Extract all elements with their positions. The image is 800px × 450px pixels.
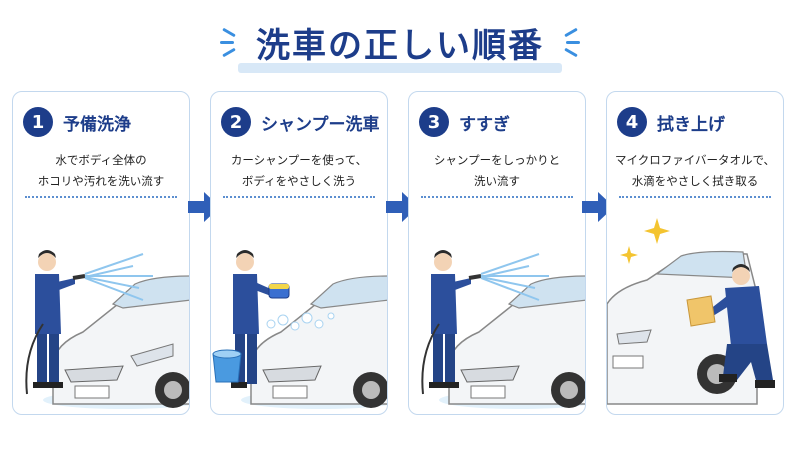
step-header: 3 すすぎ [419,105,579,139]
page-title: 洗車の正しい順番 [256,25,544,66]
towel-icon [686,295,716,327]
dotted-divider [421,196,573,198]
sparkle-icon [620,218,670,264]
car-illustration [607,250,758,405]
dotted-divider [25,196,177,198]
step-description: マイクロファイバータオルで、 水滴をやさしく拭き取る [611,150,779,192]
step-description: カーシャンプーを使って、 ボディをやさしく洗う [215,150,383,192]
step-title: シャンプー洗車 [261,114,380,135]
title-group: 洗車の正しい順番 [216,18,584,73]
step-description: シャンプーをしっかりと 洗い流す [413,150,581,192]
step-header: 4 拭き上げ [617,105,777,139]
step-number-badge: 2 [221,107,251,137]
illustration-rinse [421,250,585,409]
step-description-line: シャンプーをしっかりと [433,153,561,167]
step-card-1: 1 予備洗浄 水でボディ全体の ホコリや汚れを洗い流す [12,91,190,415]
sponge-icon [268,283,290,299]
header: 洗車の正しい順番 [0,14,800,73]
title-underline [238,62,562,73]
dotted-divider [223,196,375,198]
hose-spray-icon [421,253,549,395]
illustration-shampoo-wash [212,250,387,409]
step-card-3: 3 すすぎ シャンプーをしっかりと 洗い流す [408,91,586,415]
sparkle-lines-right-icon [562,25,584,59]
person-rinsing [429,250,471,388]
person-with-hose [33,250,75,388]
step-description-line: 水でボディ全体の [55,153,147,167]
step-number-badge: 1 [23,107,53,137]
sparkle-lines-left-icon [216,25,238,59]
step-header: 2 シャンプー洗車 [221,105,381,139]
step-description-line: ホコリや汚れを洗い流す [37,174,165,188]
step-number-badge: 3 [419,107,449,137]
car-illustration [448,275,585,408]
person-washing [231,250,273,388]
hose-spray-icon [25,253,153,395]
step-title: すすぎ [459,114,510,135]
car-illustration [250,275,387,408]
step-description-line: 水滴をやさしく拭き取る [631,174,759,188]
car-illustration [52,275,189,408]
step-number-badge: 4 [617,107,647,137]
step-description-line: ボディをやさしく洗う [241,174,357,188]
step-description: 水でボディ全体の ホコリや汚れを洗い流す [17,150,185,192]
step-description-line: マイクロファイバータオルで、 [614,153,776,167]
illustration-dry-wipe [607,218,775,405]
step-title: 予備洗浄 [63,114,131,135]
step-title: 拭き上げ [657,114,725,135]
person-wiping [709,264,775,388]
step-card-4: 4 拭き上げ マイクロファイバータオルで、 水滴をやさしく拭き取る [606,91,784,415]
step-card-2: 2 シャンプー洗車 カーシャンプーを使って、 ボディをやさしく洗う [210,91,388,415]
illustration-pre-rinse [25,250,189,409]
step-description-line: カーシャンプーを使って、 [230,153,368,167]
dotted-divider [619,196,771,198]
bucket-icon [212,349,242,383]
step-header: 1 予備洗浄 [23,105,183,139]
step-description-line: 洗い流す [474,174,520,188]
